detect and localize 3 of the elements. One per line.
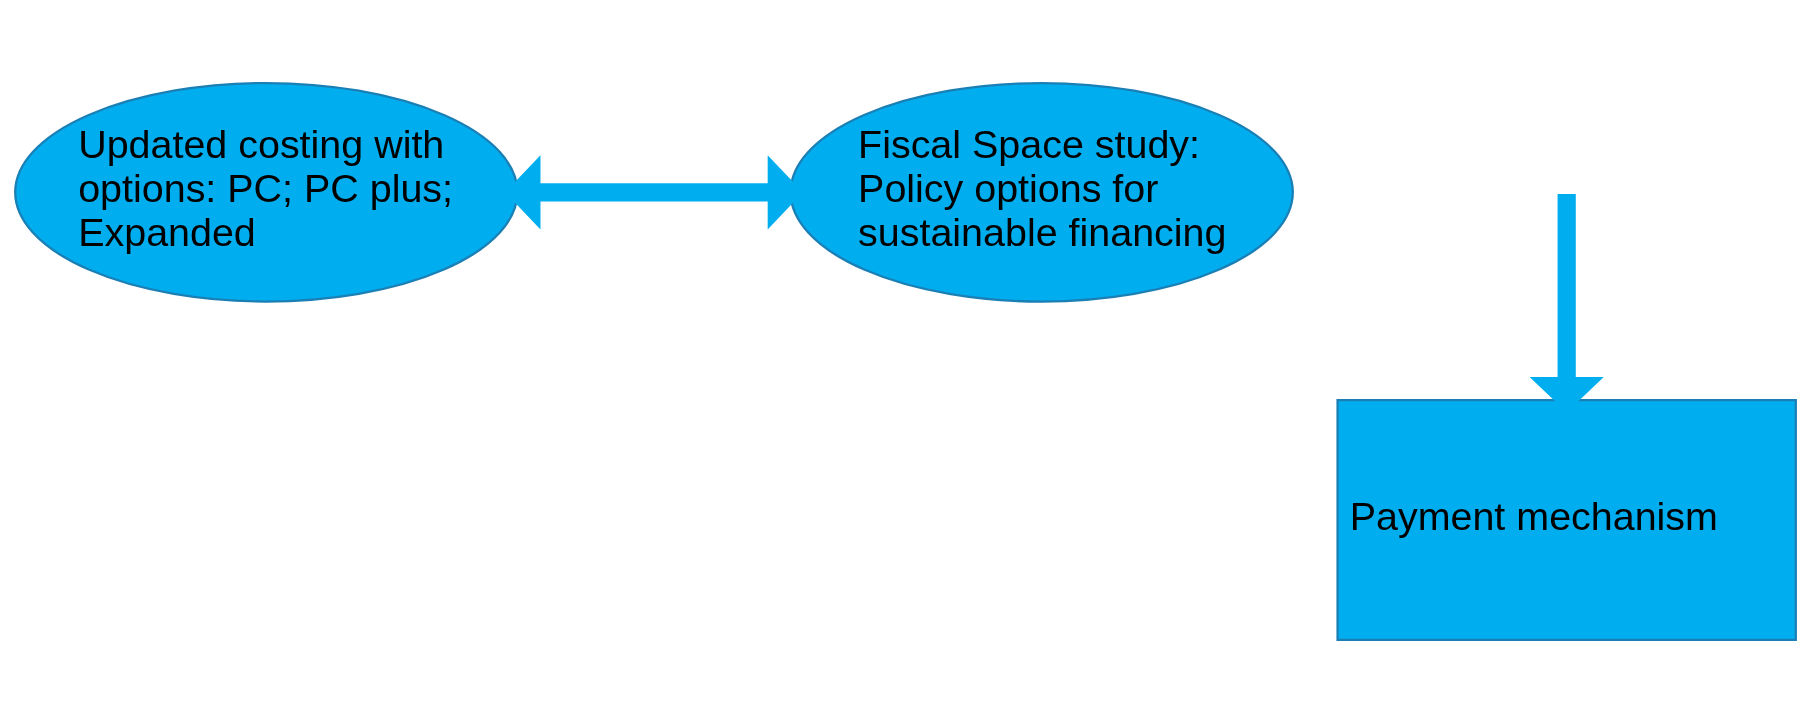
node-box: Payment mechanism [1336, 398, 1797, 641]
node-ellipse: Fiscal Space study: Policy options for sustainable financing [789, 81, 1294, 303]
node-ellipse: Updated costing with options: PC; PC plus; Expanded [14, 81, 519, 303]
